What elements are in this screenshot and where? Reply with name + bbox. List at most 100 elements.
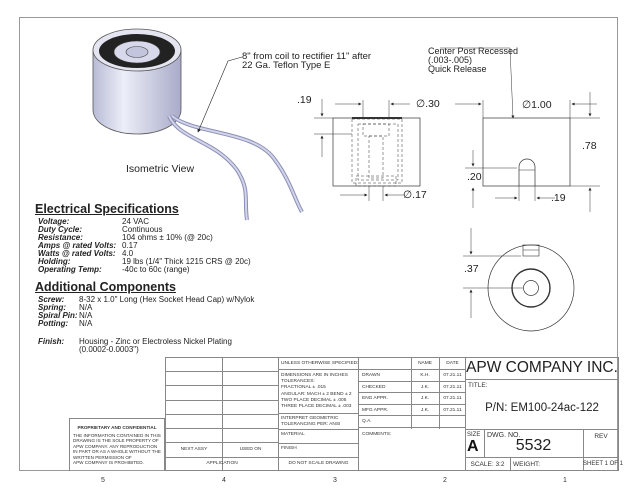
approval-name: J.K. <box>420 407 430 413</box>
application-label: APPLICATION <box>206 461 238 466</box>
proprietary-line: APW COMPANY. ANY REPRODUCTION <box>73 443 158 449</box>
dwg-no-value: 5532 <box>515 437 552 454</box>
center-post-note: Center Post Recessed (.003-.005) Quick R… <box>428 47 518 74</box>
top-view <box>463 228 575 332</box>
name-header: NAME <box>418 361 432 366</box>
approval-row: ENG APPR. J.K. 07.21.11 <box>358 392 466 404</box>
weight-label: WEIGHT: <box>513 461 541 468</box>
spec-key: Spring: <box>38 303 66 312</box>
approval-date: 07.21.11 <box>443 396 462 402</box>
proprietary-title: PROPRIETARY AND CONFIDENTIAL <box>77 425 157 430</box>
tolerance-line: FRACTIONAL ± .015 <box>281 385 326 391</box>
approval-name: J.K. <box>420 396 430 402</box>
approval-role: MFG APPR. <box>362 407 389 413</box>
size-value: A <box>467 438 479 455</box>
proprietary-line: IN PART OR AS A WHOLE WITHOUT THE <box>73 449 161 455</box>
dim-side-bore-dia: ∅.30 <box>416 98 440 110</box>
spec-key: Holding: <box>38 257 71 266</box>
tolerance-line: TOLERANCES: <box>281 379 315 385</box>
dim-front-slot-width: .19 <box>551 192 566 204</box>
tolerance-line: TWO PLACE DECIMAL ± .005 <box>281 397 347 403</box>
approval-role: Q.A. <box>362 419 372 425</box>
spec-key: Duty Cycle: <box>38 225 83 234</box>
approval-role: DRAWN <box>362 373 380 378</box>
proprietary-line: THE INFORMATION CONTAINED IN THIS <box>73 433 161 438</box>
scale-label: SCALE: 3:2 <box>470 461 505 468</box>
size-label: SIZE <box>467 432 481 438</box>
finish-key: Finish: <box>38 337 65 346</box>
side-view <box>314 99 421 201</box>
spec-key: Potting: <box>38 319 69 328</box>
approval-name: J.K. <box>420 384 430 390</box>
dim-front-slot-height: .20 <box>467 171 482 183</box>
date-header: DATE <box>446 361 459 366</box>
center-post-note-line: (.003-.005) <box>428 55 473 65</box>
approval-role: CHECKED <box>362 384 386 390</box>
finish-value-line: Housing - Zinc or Electroless Nickel Pla… <box>79 337 232 346</box>
proprietary-line: DRAWING IS THE SOLE PROPERTY OF <box>73 438 159 444</box>
lead-wire-note: 8" from coil to rectifier 11" after 22 G… <box>242 51 372 71</box>
dim-front-height: .78 <box>582 140 597 152</box>
spec-value: 0.17 <box>122 241 138 250</box>
zone-5: 5 <box>101 477 105 484</box>
zone-4: 4 <box>222 477 226 484</box>
comments-label: COMMENTS: <box>362 432 392 437</box>
unless-specified-label: UNLESS OTHERWISE SPECIFIED: <box>281 361 359 366</box>
dim-side-top-offset: .19 <box>297 94 312 106</box>
part-number: P/N: EM100-24ac-122 <box>485 402 599 414</box>
dwg-no-label: DWG. NO. <box>487 432 521 439</box>
dim-top-offset: .37 <box>464 263 479 275</box>
finish-label: FINISH <box>281 446 297 451</box>
zone-3: 3 <box>333 477 337 484</box>
tolerance-line: DIMENSIONS ARE IN INCHES <box>281 373 348 378</box>
interpret-line: INTERPRET GEOMETRIC <box>281 416 339 421</box>
dim-side-hole-dia: ∅.17 <box>403 189 427 201</box>
spec-key: Operating Temp: <box>38 265 102 274</box>
spec-key: Screw: <box>38 295 65 304</box>
spec-value: 19 lbs (1/4" Thick 1215 CRS @ 20c) <box>122 257 251 266</box>
center-post-note-line: Center Post Recessed <box>428 46 519 56</box>
approval-row: CHECKED J.K. 07.21.11 <box>358 380 466 393</box>
components-heading: Additional Components <box>35 280 176 294</box>
isometric-view <box>92 28 304 221</box>
spec-value: -40c to 60c (range) <box>122 265 190 274</box>
proprietary-line: WRITTEN PERMISSION OF <box>73 454 132 460</box>
zone-2: 2 <box>443 477 447 484</box>
center-post-note-line: Quick Release <box>428 64 487 74</box>
company-name: APW COMPANY INC. <box>466 359 618 376</box>
interpret-line: TOLERANCING PER: ANSI <box>281 422 341 427</box>
do-not-scale-label: DO NOT SCALE DRAWING <box>288 461 349 466</box>
electrical-specs-heading: Electrical Specifications <box>35 202 179 216</box>
spec-key: Voltage: <box>38 217 70 226</box>
title-label: TITLE: <box>468 382 488 389</box>
approval-name: K.H. <box>420 373 430 378</box>
spec-value: N/A <box>79 319 93 328</box>
approvals-bottom-rule <box>358 427 466 428</box>
proprietary-box: PROPRIETARY AND CONFIDENTIAL THE INFORMA… <box>69 418 165 471</box>
zone-1: 1 <box>563 477 567 484</box>
spec-value: 24 VAC <box>122 217 149 226</box>
dim-front-dia: ∅1.00 <box>522 99 552 111</box>
approval-date: 07.21.11 <box>443 407 462 413</box>
tolerance-line: ANGULAR: MACH ± 2 BEND ± 2 <box>281 391 352 397</box>
tolerance-line: THREE PLACE DECIMAL ± .003 <box>281 404 352 410</box>
finish-value-line: (0.0002-0.0003") <box>79 345 139 354</box>
spec-value: N/A <box>79 303 93 312</box>
lead-wire-note-line: 22 Ga. Teflon Type E <box>242 60 331 71</box>
front-view <box>440 47 600 212</box>
sheet-label: SHEET 1 OF 1 <box>583 461 623 467</box>
title-block: NEXT ASSY USED ON APPLICATION UNLESS OTH… <box>165 357 623 471</box>
approval-date: 07.21.11 <box>443 384 462 390</box>
lead-wire-note-line: 8" from coil to rectifier 11" after <box>242 51 372 62</box>
approval-row: MFG APPR. J.K. 07.21.11 <box>358 403 466 416</box>
spec-value: Continuous <box>122 225 163 234</box>
spec-key: Watts @ rated Volts: <box>38 249 116 258</box>
approval-role: ENG APPR. <box>362 396 388 402</box>
spec-key: Amps @ rated Volts: <box>38 241 117 250</box>
next-assy-label: NEXT ASSY <box>180 447 208 452</box>
spec-value: 8-32 x 1.0" Long (Hex Socket Head Cap) w… <box>79 295 255 304</box>
